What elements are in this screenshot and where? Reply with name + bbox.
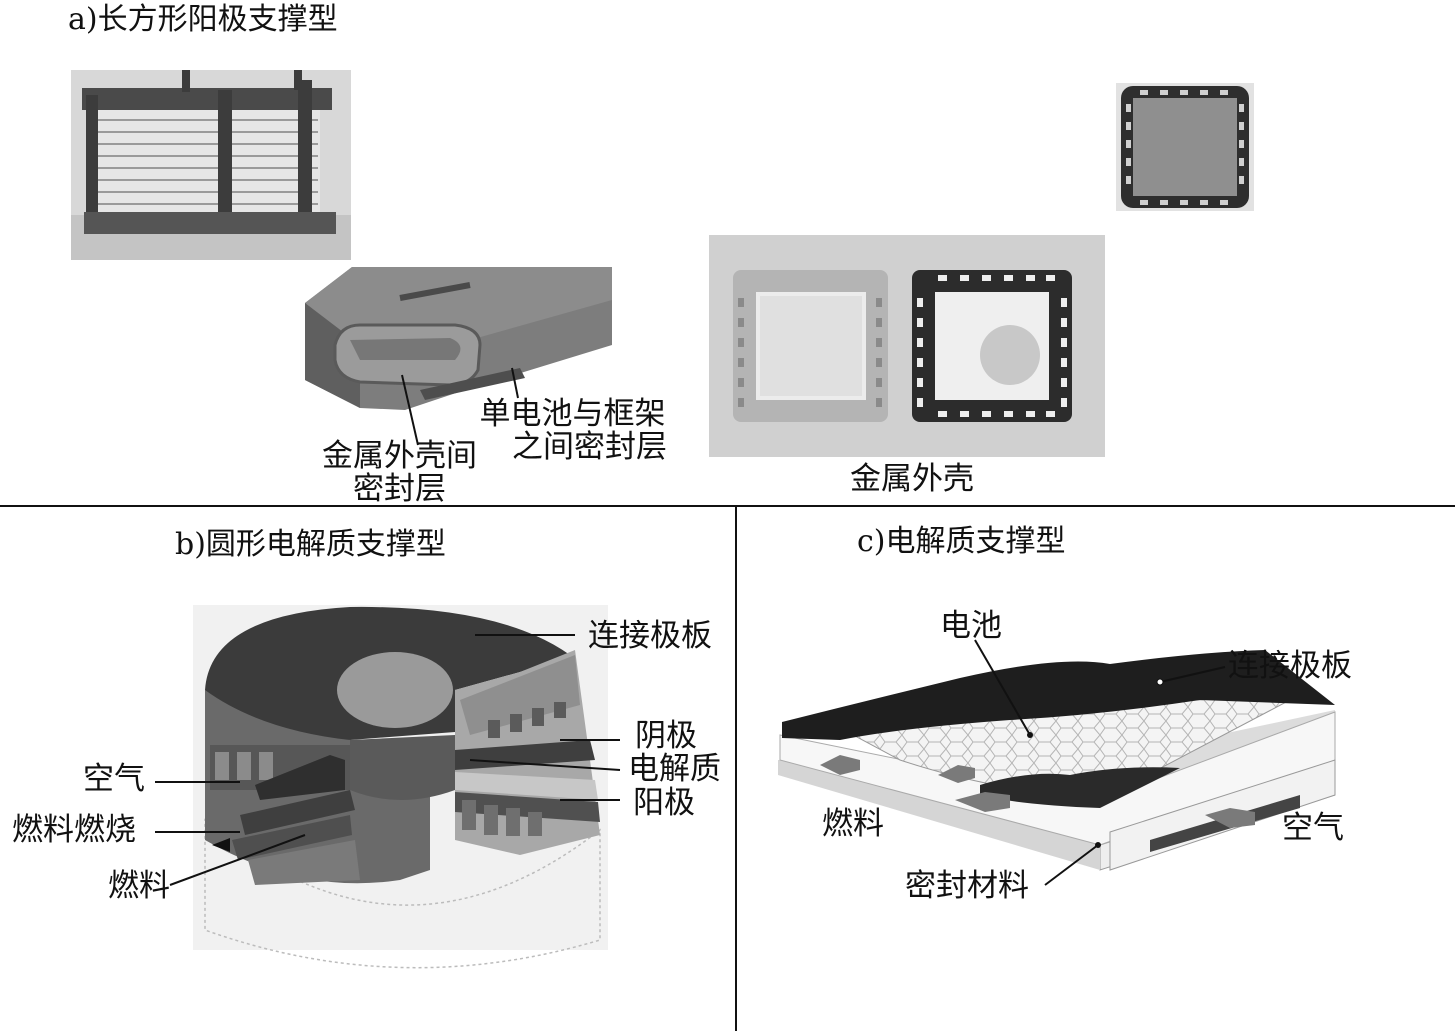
label-seal-cell-frame-line1: 单电池与框架 <box>479 396 666 432</box>
label-b-fuel: 燃料 <box>108 868 170 904</box>
label-b-fuel-combustion: 燃料燃烧 <box>12 812 136 848</box>
panel-a-caption: a)长方形阳极支撑型 <box>68 2 338 37</box>
label-b-interconnect: 连接极板 <box>588 618 712 654</box>
vertical-divider <box>735 506 737 1031</box>
label-b-electrolyte: 电解质 <box>628 751 721 787</box>
label-seal-cell-frame: 单电池与框架 之间密封层 <box>478 396 668 465</box>
metal-shell-photo <box>709 235 1105 457</box>
label-metal-shell: 金属外壳 <box>850 461 974 497</box>
horizontal-divider <box>0 505 1455 507</box>
label-c-cell: 电池 <box>940 608 1002 644</box>
panel-c-caption: c)电解质支撑型 <box>857 524 1066 559</box>
label-b-anode: 阳极 <box>633 785 695 821</box>
label-c-fuel: 燃料 <box>822 806 884 842</box>
label-seal-cell-frame-line2: 之间密封层 <box>512 428 667 465</box>
panel-b-caption: b)圆形电解质支撑型 <box>175 527 446 562</box>
label-seal-shell: 金属外壳间 密封层 <box>322 440 477 505</box>
frame-photo-single <box>1116 83 1254 211</box>
label-c-air: 空气 <box>1282 810 1344 846</box>
label-seal-shell-line1: 金属外壳间 <box>322 438 477 474</box>
label-seal-shell-line2: 密封层 <box>353 470 446 507</box>
label-c-sealant: 密封材料 <box>905 868 1029 904</box>
seal-section-render <box>305 267 612 446</box>
label-c-interconnect: 连接极板 <box>1228 648 1352 684</box>
label-b-cathode: 阴极 <box>635 718 697 754</box>
stack-photo <box>71 70 351 260</box>
label-b-air: 空气 <box>83 761 145 797</box>
